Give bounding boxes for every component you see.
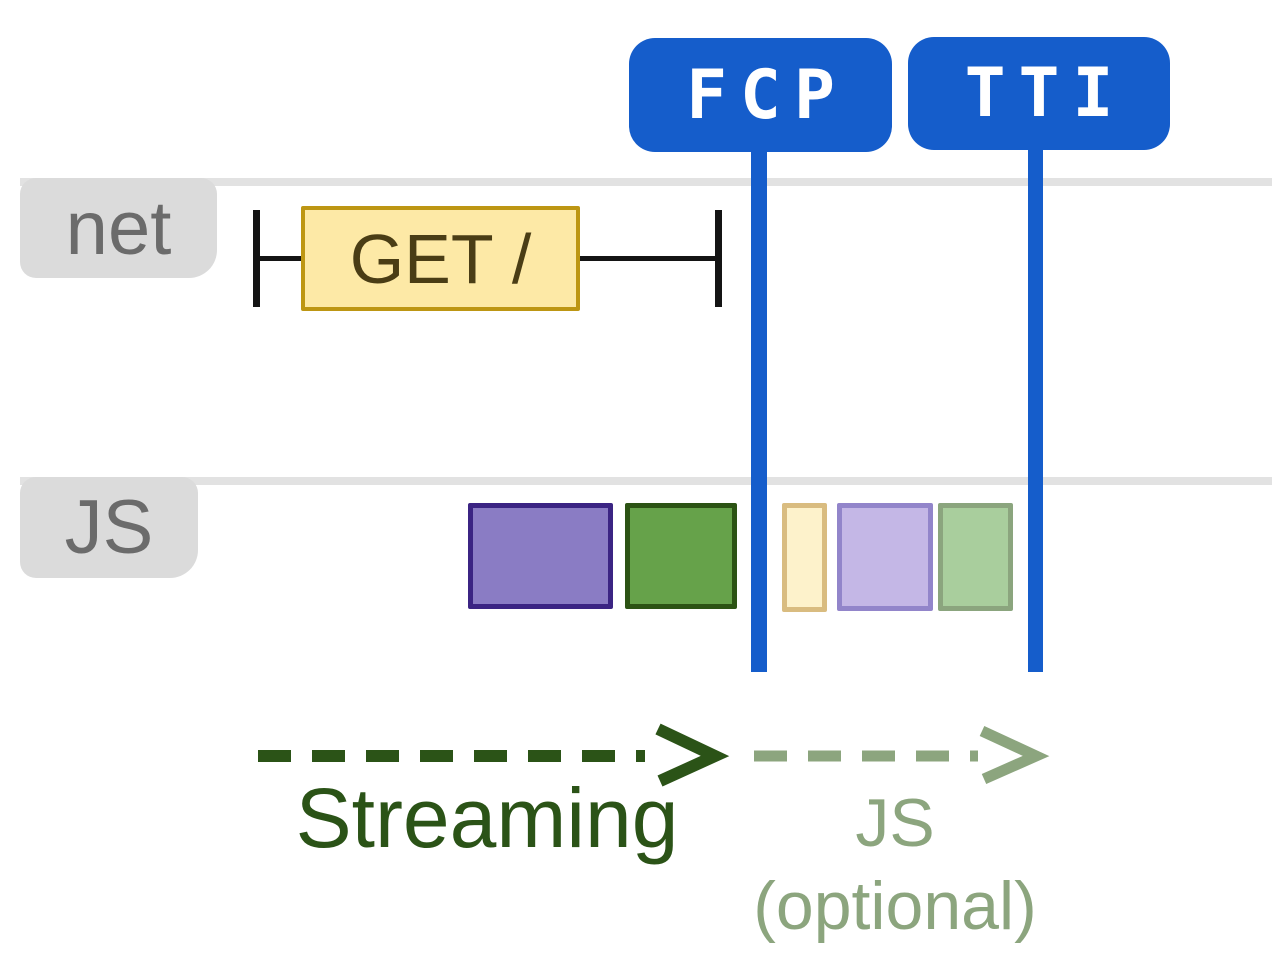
tti-badge: TTI xyxy=(908,37,1170,150)
js-block-solid-purple xyxy=(468,503,613,609)
js-optional-line1: JS xyxy=(855,785,935,861)
js-block-solid-green xyxy=(625,503,737,609)
net-track-label: net xyxy=(20,178,217,278)
streaming-phase-label: Streaming xyxy=(295,771,679,865)
js-optional-arrow xyxy=(754,726,1050,785)
js-optional-arrowhead-icon xyxy=(979,726,1050,785)
streaming-arrowhead-icon xyxy=(655,723,730,787)
streaming-arrow xyxy=(258,723,730,787)
request-end-whisker xyxy=(715,210,722,307)
js-optional-phase-label: JS (optional) xyxy=(735,782,1055,948)
fcp-badge: FCP xyxy=(629,38,892,152)
js-track-label: JS xyxy=(20,477,198,578)
net-track-line xyxy=(20,178,1272,186)
tti-marker-line xyxy=(1028,148,1043,672)
get-request-box: GET / xyxy=(301,206,580,311)
js-block-optional-purple xyxy=(837,503,933,611)
fcp-marker-line xyxy=(751,148,767,672)
js-optional-line2: (optional) xyxy=(753,867,1037,944)
request-start-whisker xyxy=(253,210,260,307)
js-block-optional-green xyxy=(938,503,1013,611)
js-block-optional-yellow xyxy=(782,503,827,612)
js-track-line xyxy=(20,477,1272,485)
